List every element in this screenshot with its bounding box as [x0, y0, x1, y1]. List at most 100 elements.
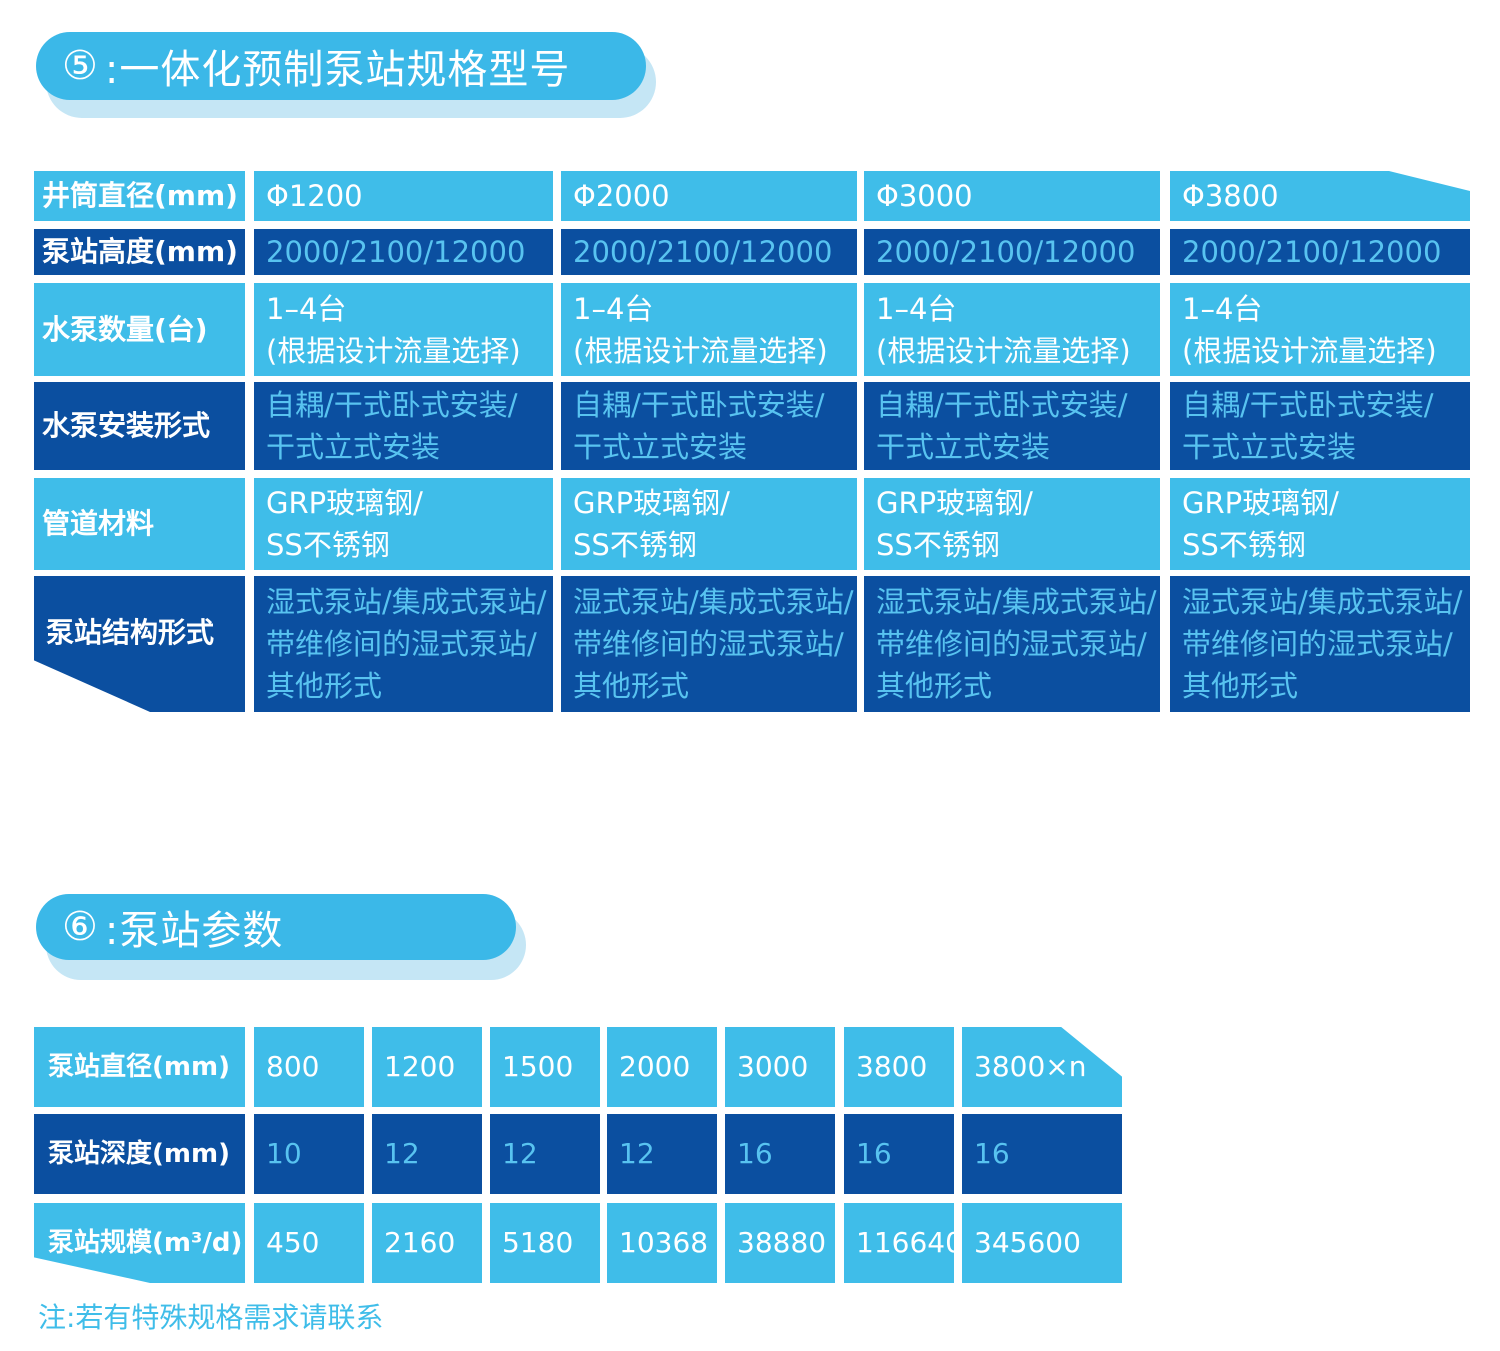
param-cell: 2000 [607, 1027, 717, 1107]
row-header: 泵站结构形式 [34, 576, 245, 712]
spec-cell-line: 1–4台 [266, 291, 347, 326]
param-cell: 1500 [490, 1027, 600, 1107]
section6-badge: ⑥ :泵站参数 [36, 894, 516, 960]
section5-badge: ⑤ :一体化预制泵站规格型号 [36, 32, 646, 100]
spec-cell: GRP玻璃钢/SS不锈钢 [864, 478, 1160, 570]
spec-cell: Φ2000 [561, 171, 857, 221]
row-header: 水泵安装形式 [34, 382, 245, 470]
spec-cell: 自耦/干式卧式安装/干式立式安装 [864, 382, 1160, 470]
param-cell: 3800 [844, 1027, 954, 1107]
spec-cell-line: 2000/2100/12000 [1182, 235, 1442, 269]
spec-cell-line: SS不锈钢 [1182, 528, 1306, 562]
spec-cell: 湿式泵站/集成式泵站/带维修间的湿式泵站/其他形式 [254, 576, 553, 712]
row-header: 管道材料 [34, 478, 245, 570]
spec-cell-line: 带维修间的湿式泵站/ [266, 627, 537, 661]
spec-cell: 2000/2100/12000 [254, 229, 553, 275]
param-cell: 3800×n [962, 1027, 1122, 1107]
spec-cell: 2000/2100/12000 [561, 229, 857, 275]
spec-cell: 自耦/干式卧式安装/干式立式安装 [1170, 382, 1470, 470]
spec-cell: GRP玻璃钢/SS不锈钢 [1170, 478, 1470, 570]
spec-cell: 2000/2100/12000 [1170, 229, 1470, 275]
row-header: 泵站深度(mm) [34, 1114, 245, 1194]
param-cell: 1200 [372, 1027, 482, 1107]
param-cell: 16 [725, 1114, 835, 1194]
row-header: 井筒直径(mm) [34, 171, 245, 221]
spec-cell-line: 其他形式 [266, 669, 383, 703]
spec-cell-line: (根据设计流量选择) [266, 333, 521, 368]
row-header: 泵站规模(m³/d) [34, 1203, 245, 1283]
param-cell: 12 [372, 1114, 482, 1194]
spec-cell-line: 其他形式 [876, 669, 993, 703]
param-cell: 38880 [725, 1203, 835, 1283]
spec-cell-line: 2000/2100/12000 [266, 235, 526, 269]
spec-cell-line: 干式立式安装 [573, 430, 748, 464]
spec-cell-line: (根据设计流量选择) [876, 333, 1131, 368]
spec-cell-line: 2000/2100/12000 [573, 235, 833, 269]
param-cell: 16 [962, 1114, 1122, 1194]
spec-cell-line: 干式立式安装 [266, 430, 441, 464]
spec-cell: GRP玻璃钢/SS不锈钢 [254, 478, 553, 570]
spec-cell: 湿式泵站/集成式泵站/带维修间的湿式泵站/其他形式 [864, 576, 1160, 712]
spec-cell-line: 自耦/干式卧式安装/ [1182, 388, 1434, 422]
spec-cell: 1–4台 (根据设计流量选择) [561, 283, 857, 376]
spec-cell-line: 自耦/干式卧式安装/ [266, 388, 518, 422]
param-cell: 12 [490, 1114, 600, 1194]
row-header: 泵站高度(mm) [34, 229, 245, 275]
spec-cell-line: GRP玻璃钢/ [1182, 486, 1339, 520]
spec-cell-line: Φ3800 [1182, 179, 1279, 213]
spec-cell-line: Φ1200 [266, 179, 363, 213]
section6-number: ⑥ [62, 904, 99, 950]
spec-cell-line: 其他形式 [573, 669, 690, 703]
spec-cell-line: GRP玻璃钢/ [266, 486, 423, 520]
spec-cell-line: 湿式泵站/集成式泵站/ [876, 585, 1157, 619]
spec-cell-line: (根据设计流量选择) [573, 333, 828, 368]
spec-cell: GRP玻璃钢/SS不锈钢 [561, 478, 857, 570]
spec-cell-line: 1–4台 [876, 291, 957, 326]
spec-cell-line: 湿式泵站/集成式泵站/ [1182, 585, 1463, 619]
spec-cell-line: 带维修间的湿式泵站/ [573, 627, 844, 661]
spec-cell: 2000/2100/12000 [864, 229, 1160, 275]
row-header: 泵站直径(mm) [34, 1027, 245, 1107]
spec-cell-line: 自耦/干式卧式安装/ [876, 388, 1128, 422]
spec-cell: Φ3800 [1170, 171, 1470, 221]
spec-cell-line: 其他形式 [1182, 669, 1299, 703]
param-cell: 800 [254, 1027, 364, 1107]
spec-cell-line: 1–4台 [1182, 291, 1263, 326]
param-cell: 10368 [607, 1203, 717, 1283]
spec-cell: 1–4台 (根据设计流量选择) [1170, 283, 1470, 376]
param-cell: 3000 [725, 1027, 835, 1107]
spec-cell: Φ3000 [864, 171, 1160, 221]
spec-cell-line: Φ3000 [876, 179, 973, 213]
param-cell: 10 [254, 1114, 364, 1194]
spec-cell-line: SS不锈钢 [876, 528, 1000, 562]
spec-cell: 自耦/干式卧式安装/干式立式安装 [254, 382, 553, 470]
spec-cell-line: SS不锈钢 [573, 528, 697, 562]
spec-cell-line: SS不锈钢 [266, 528, 390, 562]
row-header: 水泵数量(台) [34, 283, 245, 376]
spec-cell-line: 自耦/干式卧式安装/ [573, 388, 825, 422]
param-cell: 5180 [490, 1203, 600, 1283]
spec-cell-line: GRP玻璃钢/ [573, 486, 730, 520]
param-cell: 12 [607, 1114, 717, 1194]
section5-title: :一体化预制泵站规格型号 [104, 47, 571, 93]
spec-cell: 湿式泵站/集成式泵站/带维修间的湿式泵站/其他形式 [561, 576, 857, 712]
spec-cell: 1–4台 (根据设计流量选择) [864, 283, 1160, 376]
spec-cell: 1–4台 (根据设计流量选择) [254, 283, 553, 376]
spec-cell: Φ1200 [254, 171, 553, 221]
spec-cell-line: 湿式泵站/集成式泵站/ [266, 585, 547, 619]
spec-cell-line: 2000/2100/12000 [876, 235, 1136, 269]
spec-cell: 自耦/干式卧式安装/干式立式安装 [561, 382, 857, 470]
spec-cell-line: 干式立式安装 [1182, 430, 1357, 464]
spec-cell-line: (根据设计流量选择) [1182, 333, 1437, 368]
param-cell: 345600 [962, 1203, 1122, 1283]
spec-cell-line: 湿式泵站/集成式泵站/ [573, 585, 854, 619]
spec-cell-line: 带维修间的湿式泵站/ [1182, 627, 1453, 661]
spec-cell-line: 1–4台 [573, 291, 654, 326]
spec-cell-line: Φ2000 [573, 179, 670, 213]
spec-cell-line: 带维修间的湿式泵站/ [876, 627, 1147, 661]
section5-number: ⑤ [62, 43, 99, 89]
param-cell: 450 [254, 1203, 364, 1283]
section6-title: :泵站参数 [104, 908, 284, 954]
spec-cell-line: 干式立式安装 [876, 430, 1051, 464]
spec-cell-line: GRP玻璃钢/ [876, 486, 1033, 520]
